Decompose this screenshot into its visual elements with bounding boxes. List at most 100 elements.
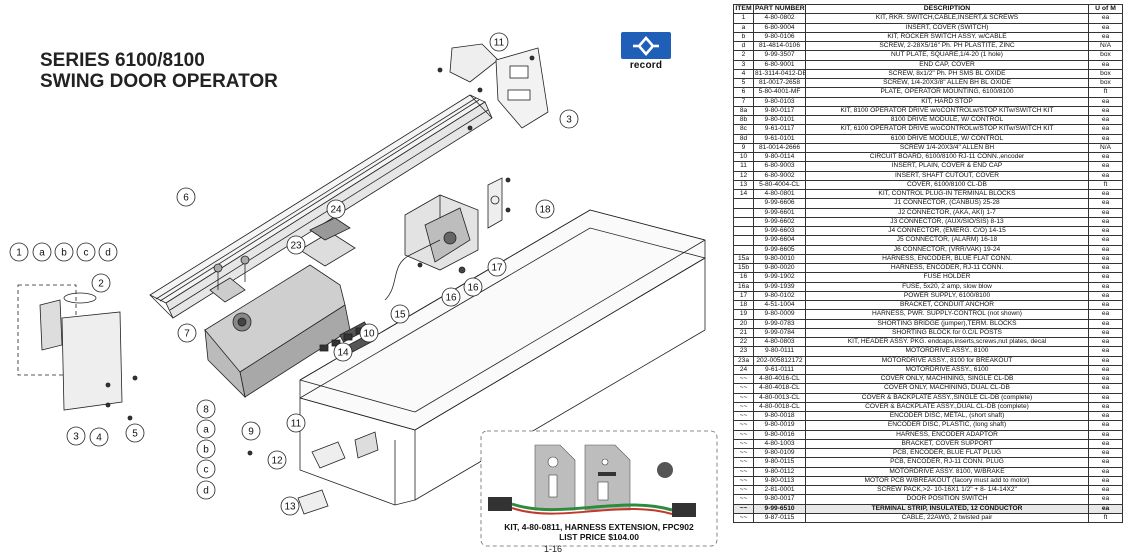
item-cell: 22: [733, 336, 754, 348]
callout-labels: 11 3 6 24 18 1 a b c d 2 23 17 16 16 7 1…: [9, 32, 579, 516]
unit-cell: ea: [1088, 161, 1123, 172]
unit-cell: ea: [1088, 475, 1123, 487]
description-cell: J4 CONNECTOR, (EMERG. C/O) 14-15: [805, 225, 1089, 237]
item-cell: ~~: [733, 410, 754, 422]
unit-cell: ea: [1088, 244, 1123, 255]
part-number-cell: 9-80-0101: [753, 114, 806, 126]
svg-text:8: 8: [203, 405, 209, 416]
item-cell: d: [733, 40, 754, 52]
item-cell: a: [733, 22, 754, 33]
part-number-cell: 6-80-9002: [753, 170, 806, 181]
part-number-cell: 4-80-0803: [753, 336, 806, 348]
callout-11-bottom: 11: [286, 413, 306, 433]
item-cell: 16: [733, 272, 754, 283]
part-number-cell: 5-80-4001-MF: [753, 87, 806, 98]
item-cell: 17: [733, 290, 754, 302]
item-cell: [733, 198, 754, 209]
callout-4: 4: [89, 427, 109, 447]
unit-cell: ea: [1088, 484, 1123, 496]
exploded-parts-diagram: SERIES 6100/8100 SWING DOOR OPERATOR rec…: [9, 32, 718, 554]
item-cell: [733, 235, 754, 246]
svg-text:23: 23: [290, 241, 302, 252]
part-number-cell: 9-99-1902: [753, 272, 806, 283]
part-number-cell: 9-99-3507: [753, 50, 806, 61]
unit-cell: ea: [1088, 457, 1123, 468]
svg-text:15: 15: [394, 310, 406, 321]
svg-text:12: 12: [271, 456, 283, 467]
item-cell: [733, 244, 754, 255]
parts-table-header-row: ITEM PART NUMBER DESCRIPTION U of M: [733, 3, 1123, 15]
unit-cell: ea: [1088, 355, 1123, 366]
header-description: DESCRIPTION: [805, 3, 1089, 15]
part-number-cell: 9-80-0109: [753, 447, 806, 459]
callout-3-top: 3: [559, 109, 579, 129]
description-cell: END CAP, COVER: [805, 59, 1089, 70]
description-cell: J1 CONNECTOR, (CANBUS) 25-28: [805, 198, 1089, 209]
item-cell: 8c: [733, 124, 754, 135]
part-number-cell: 9-99-6606: [753, 198, 806, 209]
header-unit-of-measure: U of M: [1088, 3, 1123, 15]
description-cell: COVER ONLY, MACHINING, SINGLE CL-DB: [805, 373, 1089, 385]
unit-cell: ea: [1088, 447, 1123, 459]
part-number-cell: 9-80-0017: [753, 494, 806, 505]
unit-cell: ea: [1088, 59, 1123, 70]
motor-drive: [204, 217, 356, 399]
description-cell: J2 CONNECTOR, (AKA, AKI) 1-7: [805, 207, 1089, 218]
unit-cell: ea: [1088, 346, 1123, 357]
callout-a-top: a: [32, 242, 52, 262]
unit-cell: ea: [1088, 31, 1123, 43]
description-cell: MOTOR PCB W/BREAKOUT (facory must add to…: [805, 475, 1089, 487]
unit-cell: ft: [1088, 87, 1123, 98]
unit-cell: ea: [1088, 272, 1123, 283]
unit-cell: N/A: [1088, 40, 1123, 52]
item-cell: 3: [733, 59, 754, 70]
svg-text:10: 10: [363, 329, 375, 340]
unit-cell: ea: [1088, 290, 1123, 302]
svg-text:3: 3: [566, 115, 572, 126]
item-cell: 13: [733, 179, 754, 191]
callout-13: 13: [280, 496, 300, 516]
item-cell: 14: [733, 188, 754, 200]
encoder-harness: [384, 239, 441, 301]
svg-text:5: 5: [132, 429, 138, 440]
description-cell: KIT, 8100 OPERATOR DRIVE w/oCONTROLw/STO…: [805, 105, 1089, 117]
description-cell: INSERT, SHAFT CUTOUT, COVER: [805, 170, 1089, 181]
unit-cell: ea: [1088, 207, 1123, 218]
callout-23: 23: [286, 235, 306, 255]
item-cell: 12: [733, 170, 754, 181]
part-number-cell: 9-80-0102: [753, 290, 806, 302]
svg-text:1: 1: [16, 248, 22, 259]
callout-6: 6: [176, 187, 196, 207]
description-cell: INSERT, COVER (SWITCH): [805, 22, 1089, 33]
svg-text:d: d: [105, 248, 111, 259]
item-cell: ~~: [733, 429, 754, 440]
unit-cell: ea: [1088, 281, 1123, 292]
svg-text:11: 11: [291, 419, 302, 430]
part-number-cell: 9-99-0783: [753, 318, 806, 329]
unit-cell: ea: [1088, 188, 1123, 200]
unit-cell: ea: [1088, 438, 1123, 450]
unit-cell: ea: [1088, 383, 1123, 394]
svg-text:11: 11: [494, 38, 505, 49]
part-number-cell: 5-80-4004-CL: [753, 179, 806, 191]
svg-text:b: b: [61, 248, 67, 259]
item-cell: ~~: [733, 373, 754, 385]
item-cell: ~~: [733, 494, 754, 505]
